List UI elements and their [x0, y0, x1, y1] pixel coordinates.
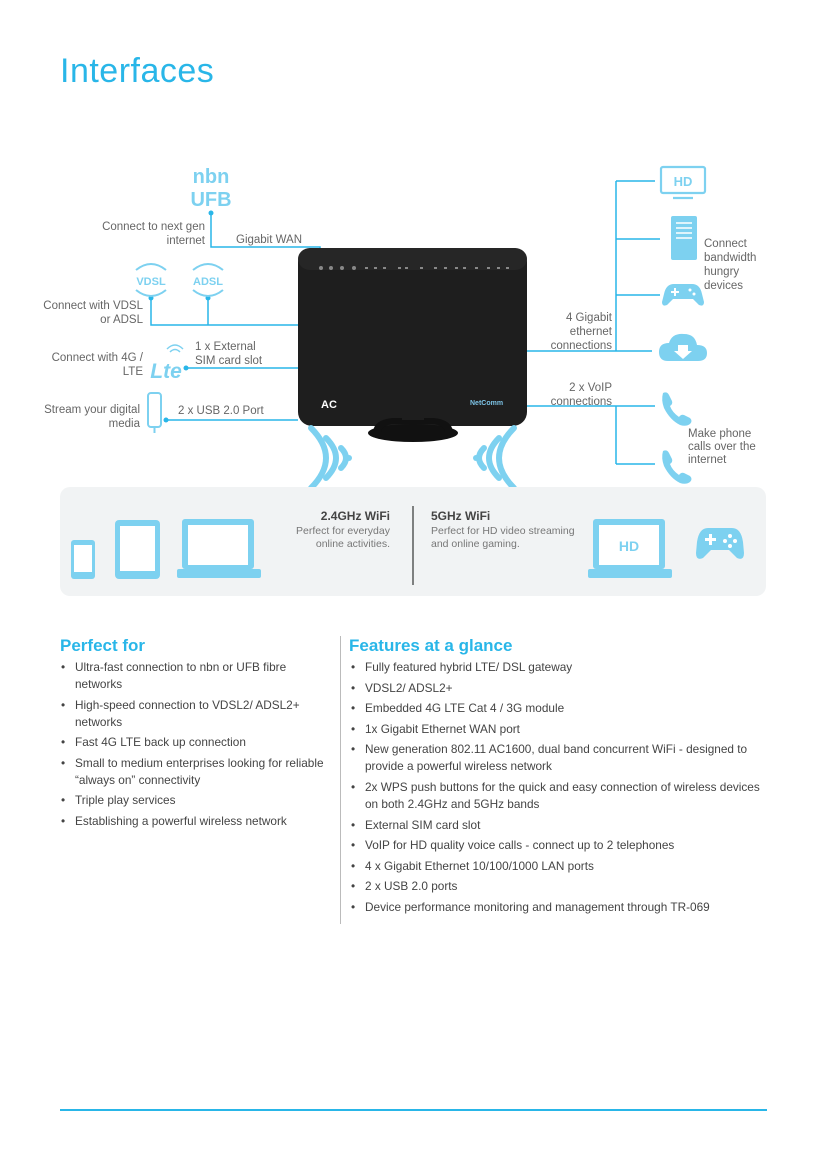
connect-4g-label: Connect with 4G / LTE — [51, 352, 143, 378]
hd-icon: HD — [659, 165, 707, 200]
list-item: Establishing a powerful wireless network — [60, 813, 332, 830]
laptop-icon — [177, 519, 261, 578]
features-list: Fully featured hybrid LTE/ DSL gateway V… — [350, 659, 770, 920]
phone-icon — [662, 392, 692, 426]
usb-port-label: 2 x USB 2.0 Port — [178, 405, 264, 417]
wifi-icon — [308, 425, 352, 491]
connect-next-gen-label: Connect to next gen internet — [102, 221, 205, 247]
list-item: Triple play services — [60, 792, 332, 809]
ufb-logo: UFB — [190, 189, 231, 211]
list-item: High-speed connection to VDSL2/ ADSL2+ n… — [60, 697, 332, 731]
list-item: 2 x USB 2.0 ports — [350, 878, 770, 895]
router-image — [298, 248, 527, 442]
adsl-badge-icon: ADSL — [192, 263, 224, 297]
svg-text:HD: HD — [619, 538, 639, 554]
features-heading: Features at a glance — [349, 636, 513, 655]
column-divider — [340, 636, 341, 924]
footer-rule — [60, 1109, 767, 1111]
wifi-icon — [473, 425, 517, 491]
svg-text:ADSL: ADSL — [193, 276, 223, 288]
gigabit-wan-label: Gigabit WAN — [236, 234, 303, 246]
pc-tower-icon — [671, 216, 697, 260]
svg-text:Lte: Lte — [150, 360, 182, 383]
connect-bandwidth-label: Connect bandwidth hungry devices — [704, 238, 757, 292]
list-item: Embedded 4G LTE Cat 4 / 3G module — [350, 700, 770, 717]
cloud-download-icon — [659, 333, 707, 361]
perfect-for-list: Ultra-fast connection to nbn or UFB fibr… — [60, 659, 332, 834]
wifi-24-title: 2.4GHz WiFi — [320, 509, 390, 523]
list-item: Small to medium enterprises looking for … — [60, 755, 332, 789]
router-model-label: AC — [321, 399, 337, 411]
voip-label: 2 x VoIP connections — [550, 382, 612, 408]
phone-icon — [662, 450, 692, 484]
interfaces-diagram: nbn UFB VDSL ADSL Lte HD — [135, 165, 707, 491]
laptop-hd-icon: HD — [588, 519, 672, 578]
list-item: 2x WPS push buttons for the quick and ea… — [350, 779, 770, 813]
list-item: 1x Gigabit Ethernet WAN port — [350, 721, 770, 738]
stream-media-label: Stream your digital media — [44, 404, 140, 430]
gamepad-icon — [696, 528, 744, 559]
wifi-5-title: 5GHz WiFi — [431, 509, 491, 523]
list-item: Fast 4G LTE back up connection — [60, 734, 332, 751]
lte-logo-icon: Lte — [150, 344, 184, 383]
tablet-icon — [115, 520, 160, 579]
sim-slot-label: 1 x External SIM card slot — [195, 341, 263, 367]
list-item: VDSL2/ ADSL2+ — [350, 680, 770, 697]
svg-text:VDSL: VDSL — [136, 276, 166, 288]
svg-text:HD: HD — [674, 174, 693, 189]
list-item: Ultra-fast connection to nbn or UFB fibr… — [60, 659, 332, 693]
wifi-5-desc: Perfect for HD video streaming and onlin… — [431, 525, 575, 550]
make-calls-label: Make phone calls over the internet — [688, 428, 756, 466]
smartphone-icon — [71, 540, 95, 579]
list-item: New generation 802.11 AC1600, dual band … — [350, 741, 770, 775]
gigabit-ethernet-label: 4 Gigabit ethernet connections — [550, 312, 612, 352]
router-brand-label: NetComm — [470, 400, 504, 407]
list-item: VoIP for HD quality voice calls - connec… — [350, 837, 770, 854]
vdsl-badge-icon: VDSL — [135, 263, 167, 297]
page-title: Interfaces — [60, 52, 215, 90]
list-item: External SIM card slot — [350, 817, 770, 834]
list-item: 4 x Gigabit Ethernet 10/100/1000 LAN por… — [350, 858, 770, 875]
list-item: Fully featured hybrid LTE/ DSL gateway — [350, 659, 770, 676]
connect-vdsl-adsl-label: Connect with VDSL or ADSL — [43, 300, 143, 326]
list-item: Device performance monitoring and manage… — [350, 899, 770, 916]
nbn-logo: nbn — [193, 166, 230, 188]
gamepad-icon — [662, 284, 704, 306]
perfect-for-heading: Perfect for — [60, 636, 146, 655]
usb-icon — [147, 392, 162, 433]
wifi-24-desc: Perfect for everyday online activities. — [296, 525, 390, 550]
